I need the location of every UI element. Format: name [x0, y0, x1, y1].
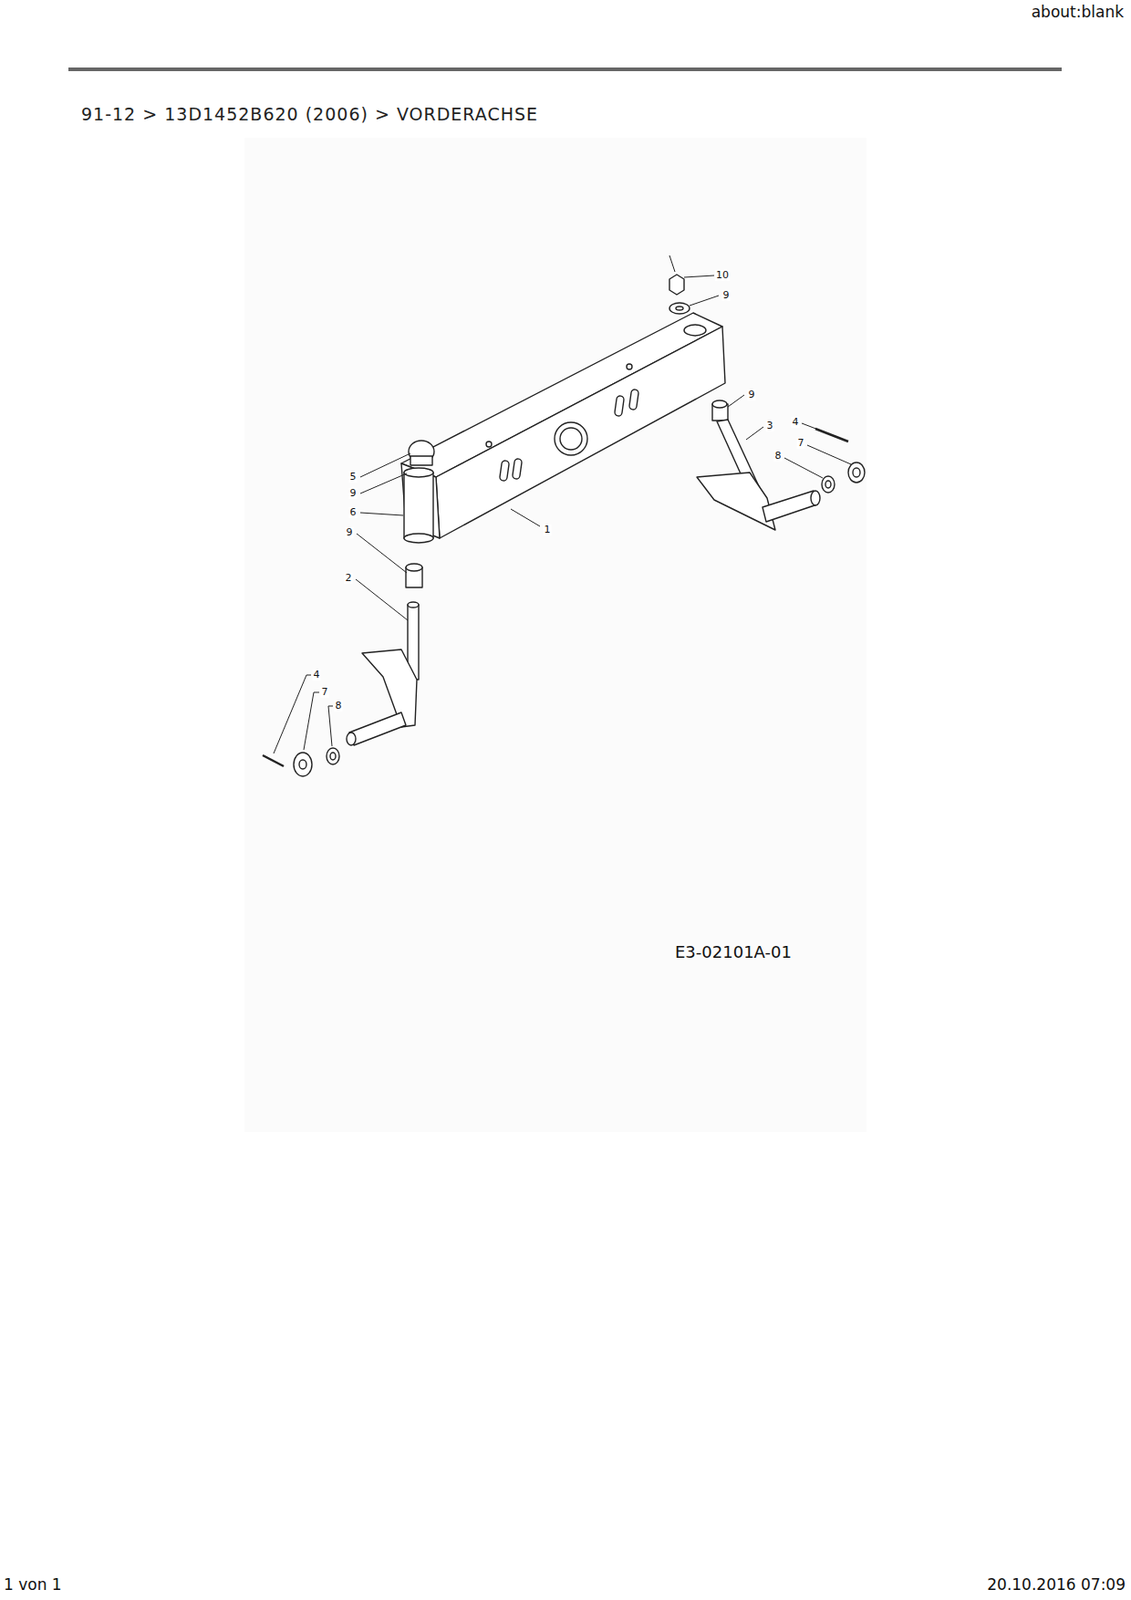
- washer: [330, 752, 336, 760]
- axis-line: [669, 255, 675, 272]
- washer: [326, 747, 340, 765]
- image-ground: [244, 137, 867, 1132]
- callout-number: 3: [766, 420, 775, 432]
- leader-line: [360, 473, 407, 494]
- washer: [825, 480, 831, 488]
- beam-slot: [614, 395, 625, 417]
- callout-number: 9: [349, 487, 358, 499]
- beam-hole: [486, 441, 492, 447]
- leader-line: [801, 423, 826, 433]
- spindle-bracket: [696, 472, 776, 530]
- leader-line: [510, 508, 540, 527]
- callout-number: 6: [349, 507, 358, 519]
- leader-line: [746, 426, 764, 440]
- callout-number: 7: [797, 437, 806, 449]
- figure-code: E3-02101A-01: [674, 943, 792, 962]
- axle-drawing: [262, 255, 865, 777]
- axle-beam: [401, 463, 440, 539]
- spindle-bracket: [362, 649, 417, 727]
- header-rule: [68, 67, 1062, 72]
- axle-beam: [435, 326, 726, 539]
- page-header: about:blank: [1031, 3, 1124, 21]
- stub-axle: [810, 490, 820, 506]
- callout-number: 9: [747, 389, 757, 401]
- washer: [821, 476, 835, 493]
- leader-line: [807, 445, 851, 465]
- washer: [848, 462, 865, 483]
- cap: [410, 456, 433, 466]
- pivot-hole: [554, 422, 588, 456]
- stub-axle: [346, 732, 356, 746]
- washer: [299, 759, 307, 769]
- callout-number: 8: [334, 700, 343, 712]
- leader-line: [356, 533, 407, 573]
- leader-line: [727, 394, 745, 407]
- beam-slot: [629, 389, 640, 411]
- leader-line: [360, 512, 404, 516]
- spindle-rod: [407, 601, 419, 608]
- leader-line: [784, 457, 823, 478]
- cotter-pin: [262, 755, 284, 767]
- washer: [669, 302, 690, 314]
- callout-number: 10: [715, 269, 730, 281]
- leader-line: [328, 705, 333, 747]
- washer: [852, 467, 861, 478]
- leader-line: [360, 453, 411, 478]
- kingpin-tube: [404, 533, 434, 543]
- leader-line: [355, 579, 408, 621]
- beam-hole: [626, 363, 633, 370]
- bushing: [712, 400, 727, 408]
- callout-number: 2: [344, 572, 353, 584]
- callout-number: 1: [543, 524, 552, 536]
- bushing: [405, 563, 423, 571]
- callout-number: 4: [312, 669, 322, 681]
- washer: [675, 306, 684, 311]
- leader-line: [303, 692, 320, 750]
- callout-number: 7: [321, 686, 330, 698]
- leader-line: [684, 275, 715, 278]
- callout-number: 4: [791, 416, 800, 428]
- nut: [669, 274, 685, 295]
- washer: [404, 467, 434, 478]
- leader-lines: [273, 275, 851, 754]
- page-count: 1 von 1: [3, 1576, 63, 1594]
- beam-slot: [499, 460, 510, 482]
- kingpin-tube: [404, 472, 434, 539]
- callout-number: 8: [774, 450, 783, 462]
- callout-number: 9: [345, 527, 354, 539]
- washer: [293, 752, 312, 777]
- breadcrumb-title: 91-12 > 13D1452B620 (2006) > VORDERACHSE: [81, 104, 539, 125]
- beam-slot: [512, 458, 523, 480]
- callout-number: 9: [722, 290, 731, 301]
- pivot-hole: [560, 427, 582, 450]
- print-date: 20.10.2016 07:09: [986, 1576, 1126, 1594]
- beam-hole: [684, 324, 706, 336]
- stub-axle: [762, 490, 818, 522]
- stub-axle: [349, 712, 406, 746]
- callout-number: 5: [349, 471, 358, 483]
- leader-line: [689, 295, 719, 306]
